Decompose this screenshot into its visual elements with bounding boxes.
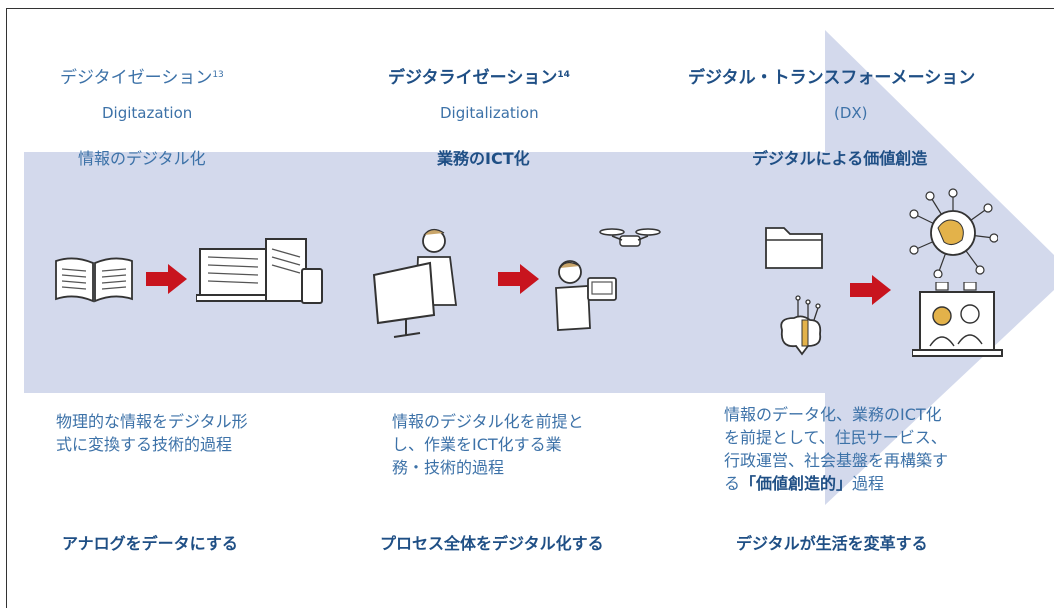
- stage3-description-line: る「価値創造的」過程: [724, 474, 885, 493]
- red-arrow-icon: [850, 275, 891, 305]
- red-arrow-icon: [146, 264, 187, 294]
- video-call-icon: [912, 282, 1003, 357]
- stage2-description: 情報のデジタル化を前提と し、作業をICT化する業 務・技術的過程: [392, 410, 652, 479]
- stage1-description-line: 物理的な情報をデジタル形: [56, 412, 248, 431]
- stage3-subtitle: デジタルによる価値創造: [752, 149, 928, 168]
- stage1-description: 物理的な情報をデジタル形 式に変換する技術的過程: [56, 410, 316, 456]
- stage3-description-line: 情報のデータ化、業務のICT化: [724, 405, 942, 424]
- person-monitor-icon: [372, 228, 458, 338]
- stage2-tagline: プロセス全体をデジタル化する: [380, 534, 604, 553]
- stage2-description-line: し、作業をICT化する業: [392, 435, 562, 454]
- folder-icon: [765, 227, 823, 269]
- value-creation-highlight: 「価値創造的」: [740, 474, 853, 493]
- figure-frame: [6, 8, 1054, 608]
- stage2-title: デジタライゼーション14: [388, 68, 570, 88]
- stage3-tagline: デジタルが生活を変革する: [736, 534, 928, 553]
- stage3-description-line: を前提として、住民サービス、: [724, 428, 947, 447]
- brain-circuit-icon: [780, 295, 822, 356]
- stage1-title: デジタイゼーション13: [60, 68, 224, 88]
- stage3-description-line: 行政運営、社会基盤を再構築す: [724, 451, 949, 470]
- red-arrow-icon: [498, 264, 539, 294]
- stage2-english: Digitalization: [440, 104, 539, 122]
- stage3-english: (DX): [834, 104, 868, 122]
- stage1-description-line: 式に変換する技術的過程: [56, 435, 233, 454]
- computer-devices-icon: [196, 238, 323, 304]
- person-remote-drone-icon: [555, 228, 661, 331]
- stage1-tagline: アナログをデータにする: [62, 534, 238, 553]
- stage1-english: Digitazation: [102, 104, 193, 122]
- stage3-description: 情報のデータ化、業務のICT化 を前提として、住民サービス、 行政運営、社会基盤…: [724, 403, 1034, 495]
- open-book-icon: [55, 257, 133, 303]
- stage1-subtitle: 情報のデジタル化: [78, 149, 206, 168]
- stage2-description-line: 情報のデジタル化を前提と: [392, 412, 584, 431]
- stage2-description-line: 務・技術的過程: [392, 458, 505, 477]
- globe-network-icon: [909, 188, 998, 278]
- stage3-title: デジタル・トランスフォーメーション: [688, 68, 976, 88]
- stage2-subtitle: 業務のICT化: [437, 149, 530, 168]
